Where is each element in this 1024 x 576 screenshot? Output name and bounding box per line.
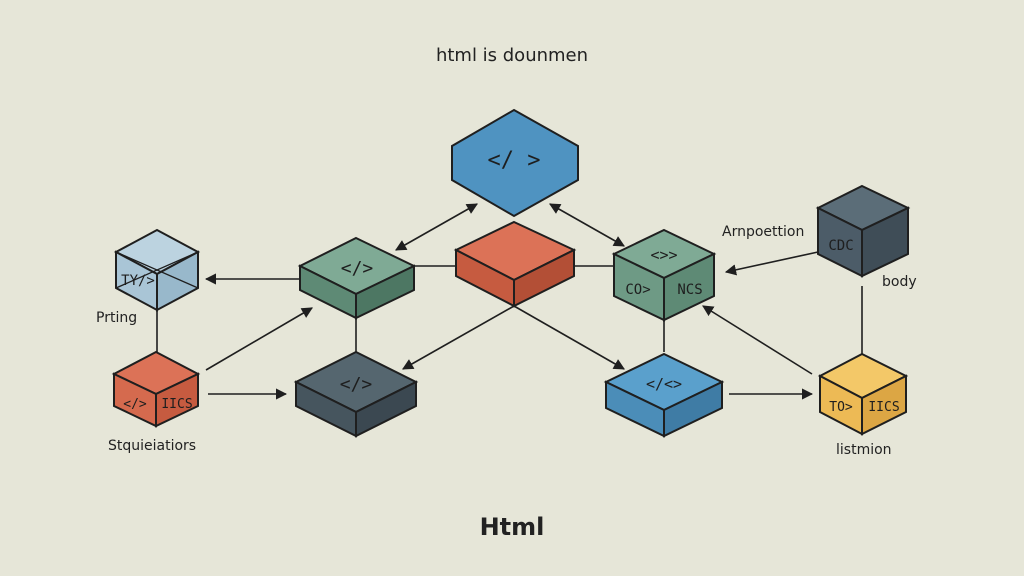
green-right-cube-glyph-left: CO> [625,282,650,298]
bottom-title: Html [480,513,545,541]
slate-center-cube-glyph: </> [340,374,373,395]
label-arnpoettion: Arnpoettion [722,224,804,240]
slate-right-cube-glyph: CDC [828,238,853,254]
red-left-cube-right [155,372,199,428]
yellow-right-cube-node: TO> IICS [817,352,909,436]
blue-lower-cube-glyph: </<> [646,375,682,393]
red-left-cube-node: </> IICS [111,350,201,428]
slate-right-cube-right [861,206,909,278]
hexagon-shape [451,108,579,218]
blue-lower-cube-node: </<> [603,352,725,438]
connectors [156,203,863,400]
green-cube-glyph: </> [341,258,374,279]
diagram-title: html is dounmen [436,45,588,66]
arrow-red-to-slate-center [402,305,515,370]
green-right-cube-node: <>> CO> NCS [611,228,717,322]
green-cube-node: </> [297,236,417,320]
red-left-cube-glyph-left: </> [123,397,147,412]
arrow-hex-to-green [395,203,478,251]
green-right-cube-right [663,252,715,322]
slate-center-cube-node: </> [293,350,419,438]
yellow-right-cube-glyph-right: IICS [868,400,899,415]
hexagon-glyph: </ > [488,148,541,173]
label-listmion: listmion [836,442,892,458]
green-right-cube-glyph-top: <>> [650,246,677,264]
light-blue-cube-node: TY/> [113,228,201,312]
arrow-red-to-blue-lower [513,305,625,370]
slate-right-cube-node: CDC [815,184,911,278]
green-cube-right [355,264,415,320]
slate-center-cube-right [355,380,417,438]
arrow-red-to-green [205,307,313,371]
arrow-yellow-to-green-right [702,305,813,375]
light-blue-cube-diagonal-b [115,251,199,289]
arrow-slate-to-green-right [724,251,819,276]
label-body: body [882,274,917,290]
blue-lower-cube-right [663,380,723,438]
yellow-right-cube-glyph-left: TO> [829,400,853,415]
light-blue-cube-glyph: TY/> [121,273,155,289]
hexagon-node: </ > [451,108,579,218]
label-stquieiatiors: Stquieiatiors [108,438,196,454]
yellow-right-cube-right [861,374,907,436]
label-prting: Prting [96,310,137,326]
red-center-cube-right [513,248,575,308]
red-center-cube-node [453,220,577,308]
arrow-hex-to-green-right [549,203,625,247]
green-right-cube-glyph-right: NCS [677,282,702,298]
red-left-cube-glyph-right: IICS [161,397,192,412]
